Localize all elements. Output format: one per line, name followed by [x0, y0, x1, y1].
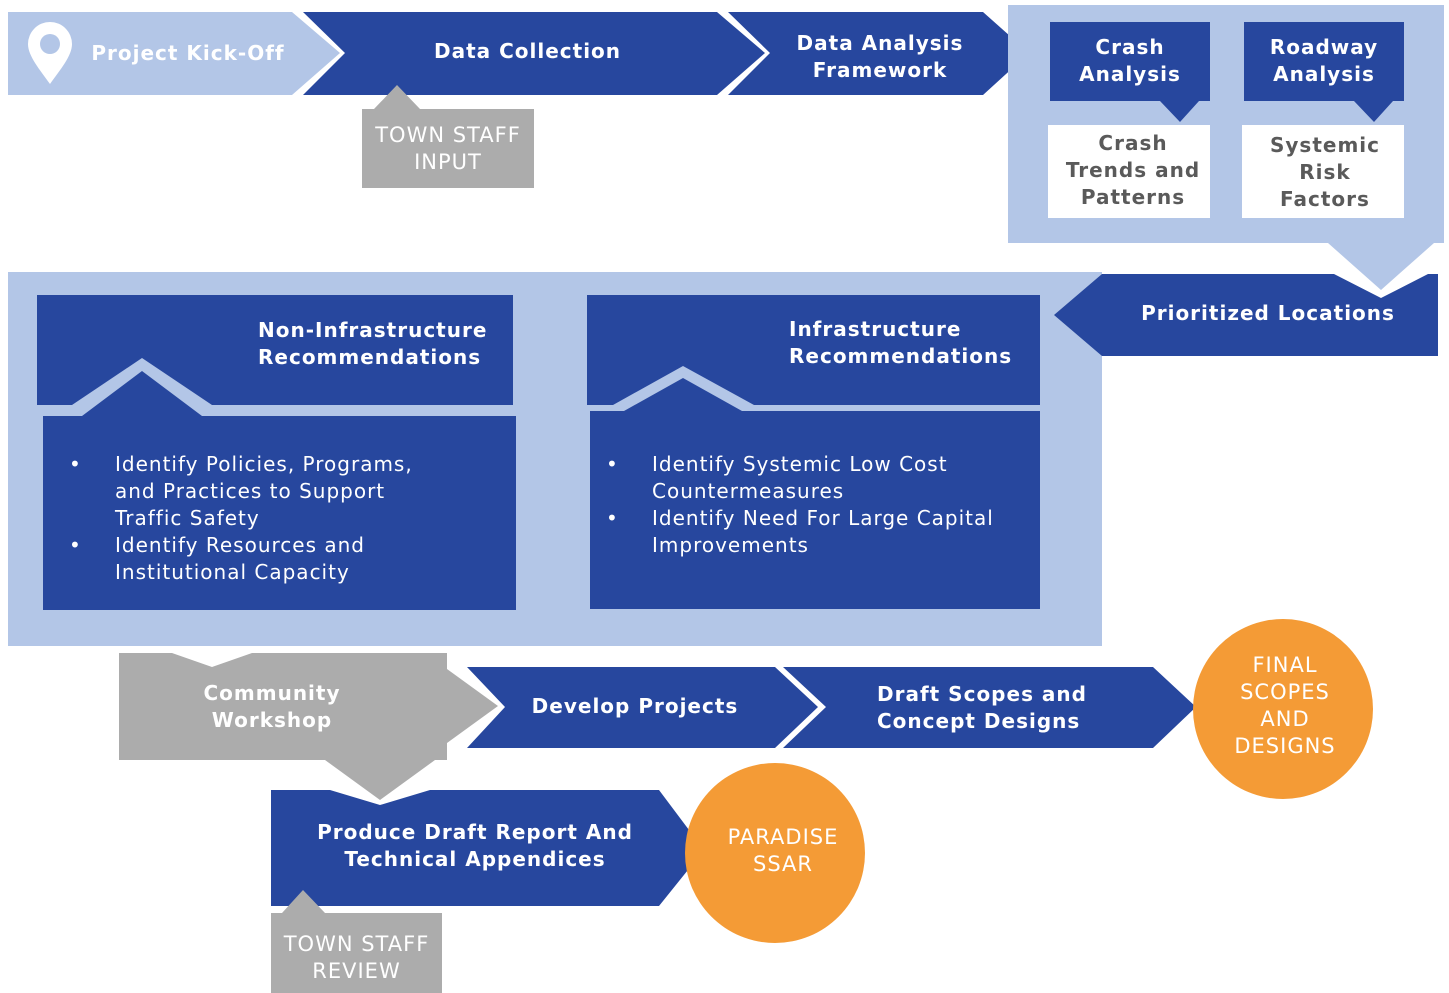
systemic-risk-box — [1242, 125, 1404, 218]
systemic-risk-label: Systemic Risk Factors — [1269, 133, 1381, 211]
infra-header — [587, 295, 1040, 405]
town-staff-review-label: TOWN STAFF REVIEW — [283, 932, 430, 983]
kickoff-chevron — [8, 12, 340, 95]
data-collection-label: Data Collection — [433, 39, 622, 63]
crash-trends-box — [1048, 125, 1210, 218]
community-workshop-label: Community Workshop — [203, 681, 341, 732]
draft-report-arrow — [271, 790, 704, 906]
final-scopes-label: FINAL SCOPES AND DESIGNS — [1234, 653, 1336, 758]
prioritized-locations-label: Prioritized Locations — [1141, 301, 1395, 325]
town-staff-input-shape — [362, 85, 534, 188]
final-scopes-circle — [1193, 619, 1373, 799]
non-infra-header — [37, 295, 513, 405]
draft-scopes-label: Draft Scopes and Concept Designs — [877, 682, 1087, 733]
crash-analysis-box — [1050, 22, 1210, 122]
list-item: Identify Systemic Low Cost Countermeasur… — [580, 451, 1032, 505]
crash-trends-label: Crash Trends and Patterns — [1065, 131, 1201, 209]
infra-title: Infrastructure Recommendations — [789, 317, 1013, 368]
non-infra-title: Non-Infrastructure Recommendations — [258, 318, 488, 369]
town-staff-review-shape — [271, 890, 442, 993]
crash-analysis-label: Crash Analysis — [1079, 35, 1181, 86]
list-item: Identify Policies, Programs, and Practic… — [43, 451, 453, 532]
roadway-analysis-label: Roadway Analysis — [1269, 35, 1379, 86]
prioritized-locations-arrow — [1054, 274, 1438, 356]
data-collection-chevron — [303, 12, 765, 95]
develop-projects-chevron — [467, 667, 818, 748]
town-staff-input-label: TOWN STAFF INPUT — [375, 123, 521, 174]
paradise-ssar-circle — [685, 763, 865, 943]
paradise-ssar-label: PARADISE SSAR — [727, 825, 839, 876]
draft-report-label: Produce Draft Report And Technical Appen… — [317, 820, 633, 871]
list-item: Identify Resources and Institutional Cap… — [43, 532, 453, 586]
draft-scopes-chevron — [783, 667, 1196, 748]
location-pin-icon — [28, 22, 72, 84]
data-analysis-chevron — [728, 12, 1029, 95]
list-item: Identify Need For Large Capital Improvem… — [580, 505, 1032, 559]
community-workshop-shape — [119, 653, 498, 800]
roadway-analysis-box — [1244, 22, 1404, 122]
data-analysis-label: Data Analysis Framework — [796, 31, 964, 82]
non-infra-list: Identify Policies, Programs, and Practic… — [43, 451, 453, 586]
develop-projects-label: Develop Projects — [531, 694, 739, 718]
infra-list: Identify Systemic Low Cost Countermeasur… — [580, 451, 1032, 559]
kickoff-label: Project Kick-Off — [91, 41, 285, 65]
